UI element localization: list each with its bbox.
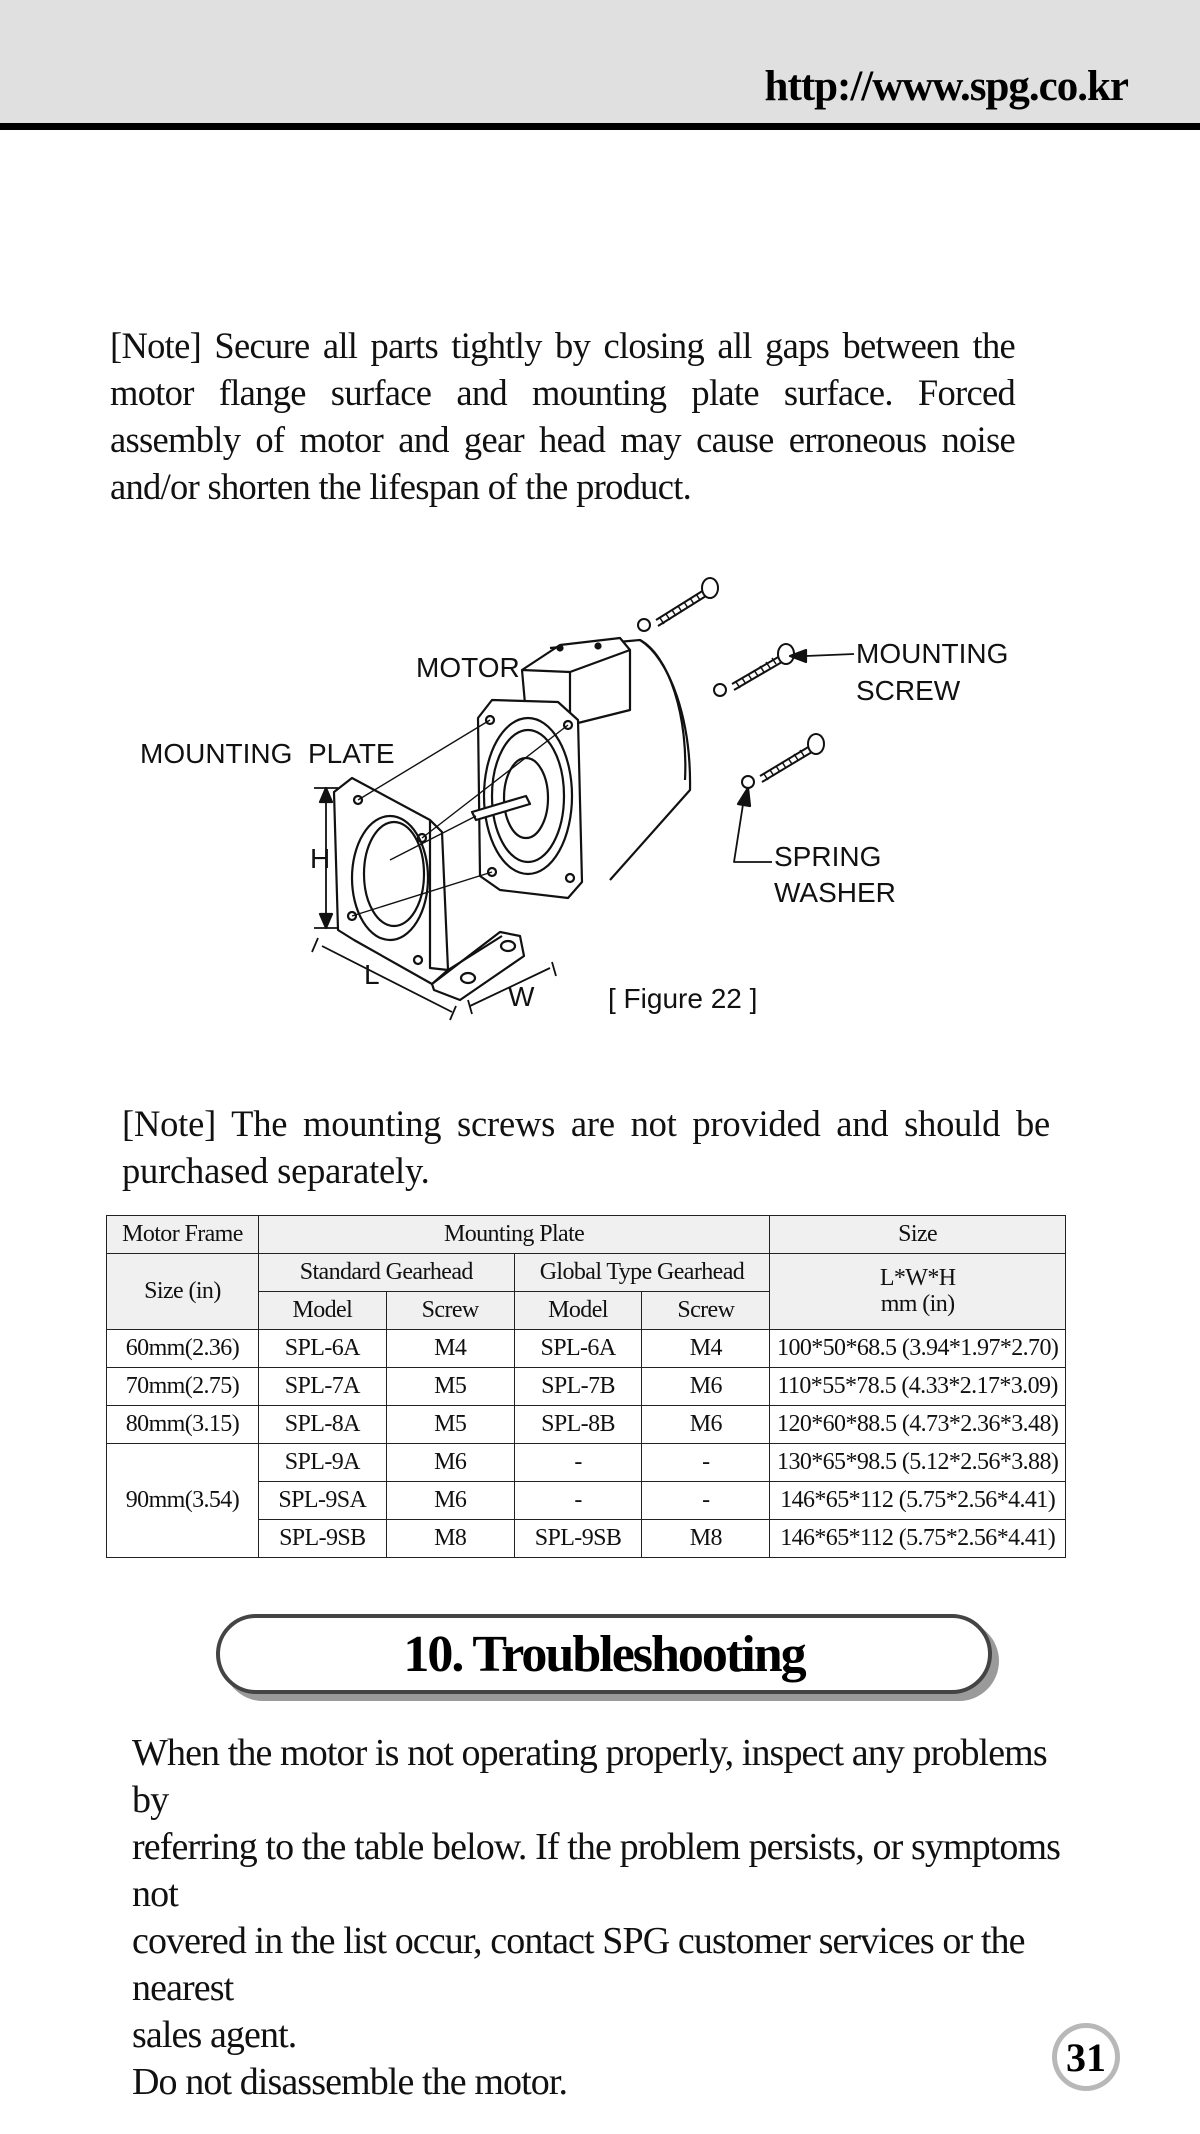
cell-glb-screw: M8 xyxy=(641,1519,771,1558)
header-model: Model xyxy=(513,1291,643,1330)
intro-line: referring to the table below. If the pro… xyxy=(132,1826,1061,1915)
note-screws-not-provided: [Note] The mounting screws are not provi… xyxy=(122,1103,1050,1191)
cell-std-screw: M8 xyxy=(385,1519,515,1558)
header-model: Model xyxy=(257,1291,387,1330)
header-motor-frame: Motor Frame xyxy=(106,1215,259,1254)
cell-glb-model: SPL-7B xyxy=(513,1367,643,1406)
label-mounting-screw-line1: MOUNTING xyxy=(856,638,1008,669)
label-mounting-plate: MOUNTING PLATE xyxy=(140,738,395,769)
table-row: SPL-9SB M8 SPL-9SB M8 146*65*112 (5.75*2… xyxy=(107,1519,1066,1558)
cell-std-screw: M4 xyxy=(385,1329,515,1368)
cell-frame: 60mm(2.36) xyxy=(106,1329,259,1368)
cell-size: 110*55*78.5 (4.33*2.17*3.09) xyxy=(769,1367,1066,1406)
header-size: Size xyxy=(769,1215,1066,1254)
header-mm-in: mm (in) xyxy=(880,1290,955,1317)
section-heading-box: 10. Troubleshooting xyxy=(216,1614,992,1694)
header-size-in: Size (in) xyxy=(106,1253,259,1330)
intro-line: covered in the list occur, contact SPG c… xyxy=(132,1920,1025,2009)
cell-std-screw: M5 xyxy=(385,1367,515,1406)
cell-frame: 90mm(3.54) xyxy=(106,1443,259,1558)
intro-line: sales agent. xyxy=(132,2014,297,2056)
mounting-plate-table: Motor Frame Mounting Plate Size Size (in… xyxy=(106,1215,1066,1558)
table-row: 70mm(2.75) SPL-7A M5 SPL-7B M6 110*55*78… xyxy=(106,1367,1066,1406)
cell-std-model: SPL-9SA xyxy=(257,1481,387,1520)
label-mounting-screw-line2: SCREW xyxy=(856,675,961,706)
cell-size: 146*65*112 (5.75*2.56*4.41) xyxy=(769,1519,1066,1558)
cell-glb-model: - xyxy=(513,1481,643,1520)
cell-size: 120*60*88.5 (4.73*2.36*3.48) xyxy=(769,1405,1066,1444)
cell-glb-model: - xyxy=(513,1443,643,1482)
cell-glb-screw: - xyxy=(641,1443,771,1482)
header-screw: Screw xyxy=(385,1291,515,1330)
cell-frame: 70mm(2.75) xyxy=(106,1367,259,1406)
cell-std-screw: M6 xyxy=(385,1443,515,1482)
cell-size: 130*65*98.5 (5.12*2.56*3.88) xyxy=(769,1443,1066,1482)
table-row: SPL-9SA M6 - - 146*65*112 (5.75*2.56*4.4… xyxy=(107,1481,1066,1520)
header-lwh-text: L*W*H xyxy=(879,1265,956,1292)
table-row: 80mm(3.15) SPL-8A M5 SPL-8B M6 120*60*88… xyxy=(106,1405,1066,1444)
page-number-badge: 31 xyxy=(1052,2023,1120,2091)
cell-std-model: SPL-9A xyxy=(257,1443,387,1482)
table-row: 90mm(3.54) SPL-9A M6 - - 130*65*98.5 (5.… xyxy=(106,1443,1066,1558)
cell-frame: 80mm(3.15) xyxy=(106,1405,259,1444)
cell-glb-screw: M4 xyxy=(641,1329,771,1368)
label-dimension-w: W xyxy=(508,981,535,1012)
cell-glb-model: SPL-9SB xyxy=(513,1519,643,1558)
label-spring-washer-line1: SPRING xyxy=(774,841,881,872)
header-mounting-plate: Mounting Plate xyxy=(257,1215,771,1254)
table-row: 60mm(2.36) SPL-6A M4 SPL-6A M4 100*50*68… xyxy=(106,1329,1066,1368)
note-secure-parts: [Note] Secure all parts tightly by closi… xyxy=(110,325,1016,507)
intro-line: Do not disassemble the motor. xyxy=(132,2061,568,2103)
troubleshooting-intro: When the motor is not operating properly… xyxy=(132,1730,1072,2106)
cell-size: 146*65*112 (5.75*2.56*4.41) xyxy=(769,1481,1066,1520)
table-header-row: Model Screw Model Screw xyxy=(107,1291,1066,1330)
table-header-row: Motor Frame Mounting Plate Size xyxy=(106,1215,1066,1254)
cell-std-model: SPL-9SB xyxy=(257,1519,387,1558)
table-header-row: Size (in) Standard Gearhead Global Type … xyxy=(106,1253,1066,1330)
label-spring-washer-line2: WASHER xyxy=(774,877,896,908)
page-number: 31 xyxy=(1057,2028,1115,2086)
cell-glb-model: SPL-8B xyxy=(513,1405,643,1444)
label-motor: MOTOR xyxy=(416,652,520,683)
cell-std-screw: M5 xyxy=(385,1405,515,1444)
cell-std-model: SPL-8A xyxy=(257,1405,387,1444)
header-url: http://www.spg.co.kr xyxy=(764,63,1129,110)
header-global-gearhead: Global Type Gearhead xyxy=(513,1253,771,1292)
cell-glb-screw: - xyxy=(641,1481,771,1520)
figure-caption: [ Figure 22 ] xyxy=(608,983,757,1014)
cell-glb-screw: M6 xyxy=(641,1405,771,1444)
header-standard-gearhead: Standard Gearhead xyxy=(257,1253,515,1292)
cell-std-model: SPL-7A xyxy=(257,1367,387,1406)
cell-glb-screw: M6 xyxy=(641,1367,771,1406)
cell-std-screw: M6 xyxy=(385,1481,515,1520)
page-header: http://www.spg.co.kr xyxy=(0,0,1200,130)
intro-line: When the motor is not operating properly… xyxy=(132,1732,1048,1821)
figure-22-motor-assembly: MOTOR MOUNTING PLATE MOUNTING SCREW SPRI… xyxy=(140,577,1008,1021)
cell-size: 100*50*68.5 (3.94*1.97*2.70) xyxy=(769,1329,1066,1368)
cell-glb-model: SPL-6A xyxy=(513,1329,643,1368)
cell-std-model: SPL-6A xyxy=(257,1329,387,1368)
section-title: 10. Troubleshooting xyxy=(403,1625,806,1683)
label-dimension-l: L xyxy=(364,959,380,990)
header-screw: Screw xyxy=(641,1291,771,1330)
label-dimension-h: H xyxy=(310,843,330,874)
